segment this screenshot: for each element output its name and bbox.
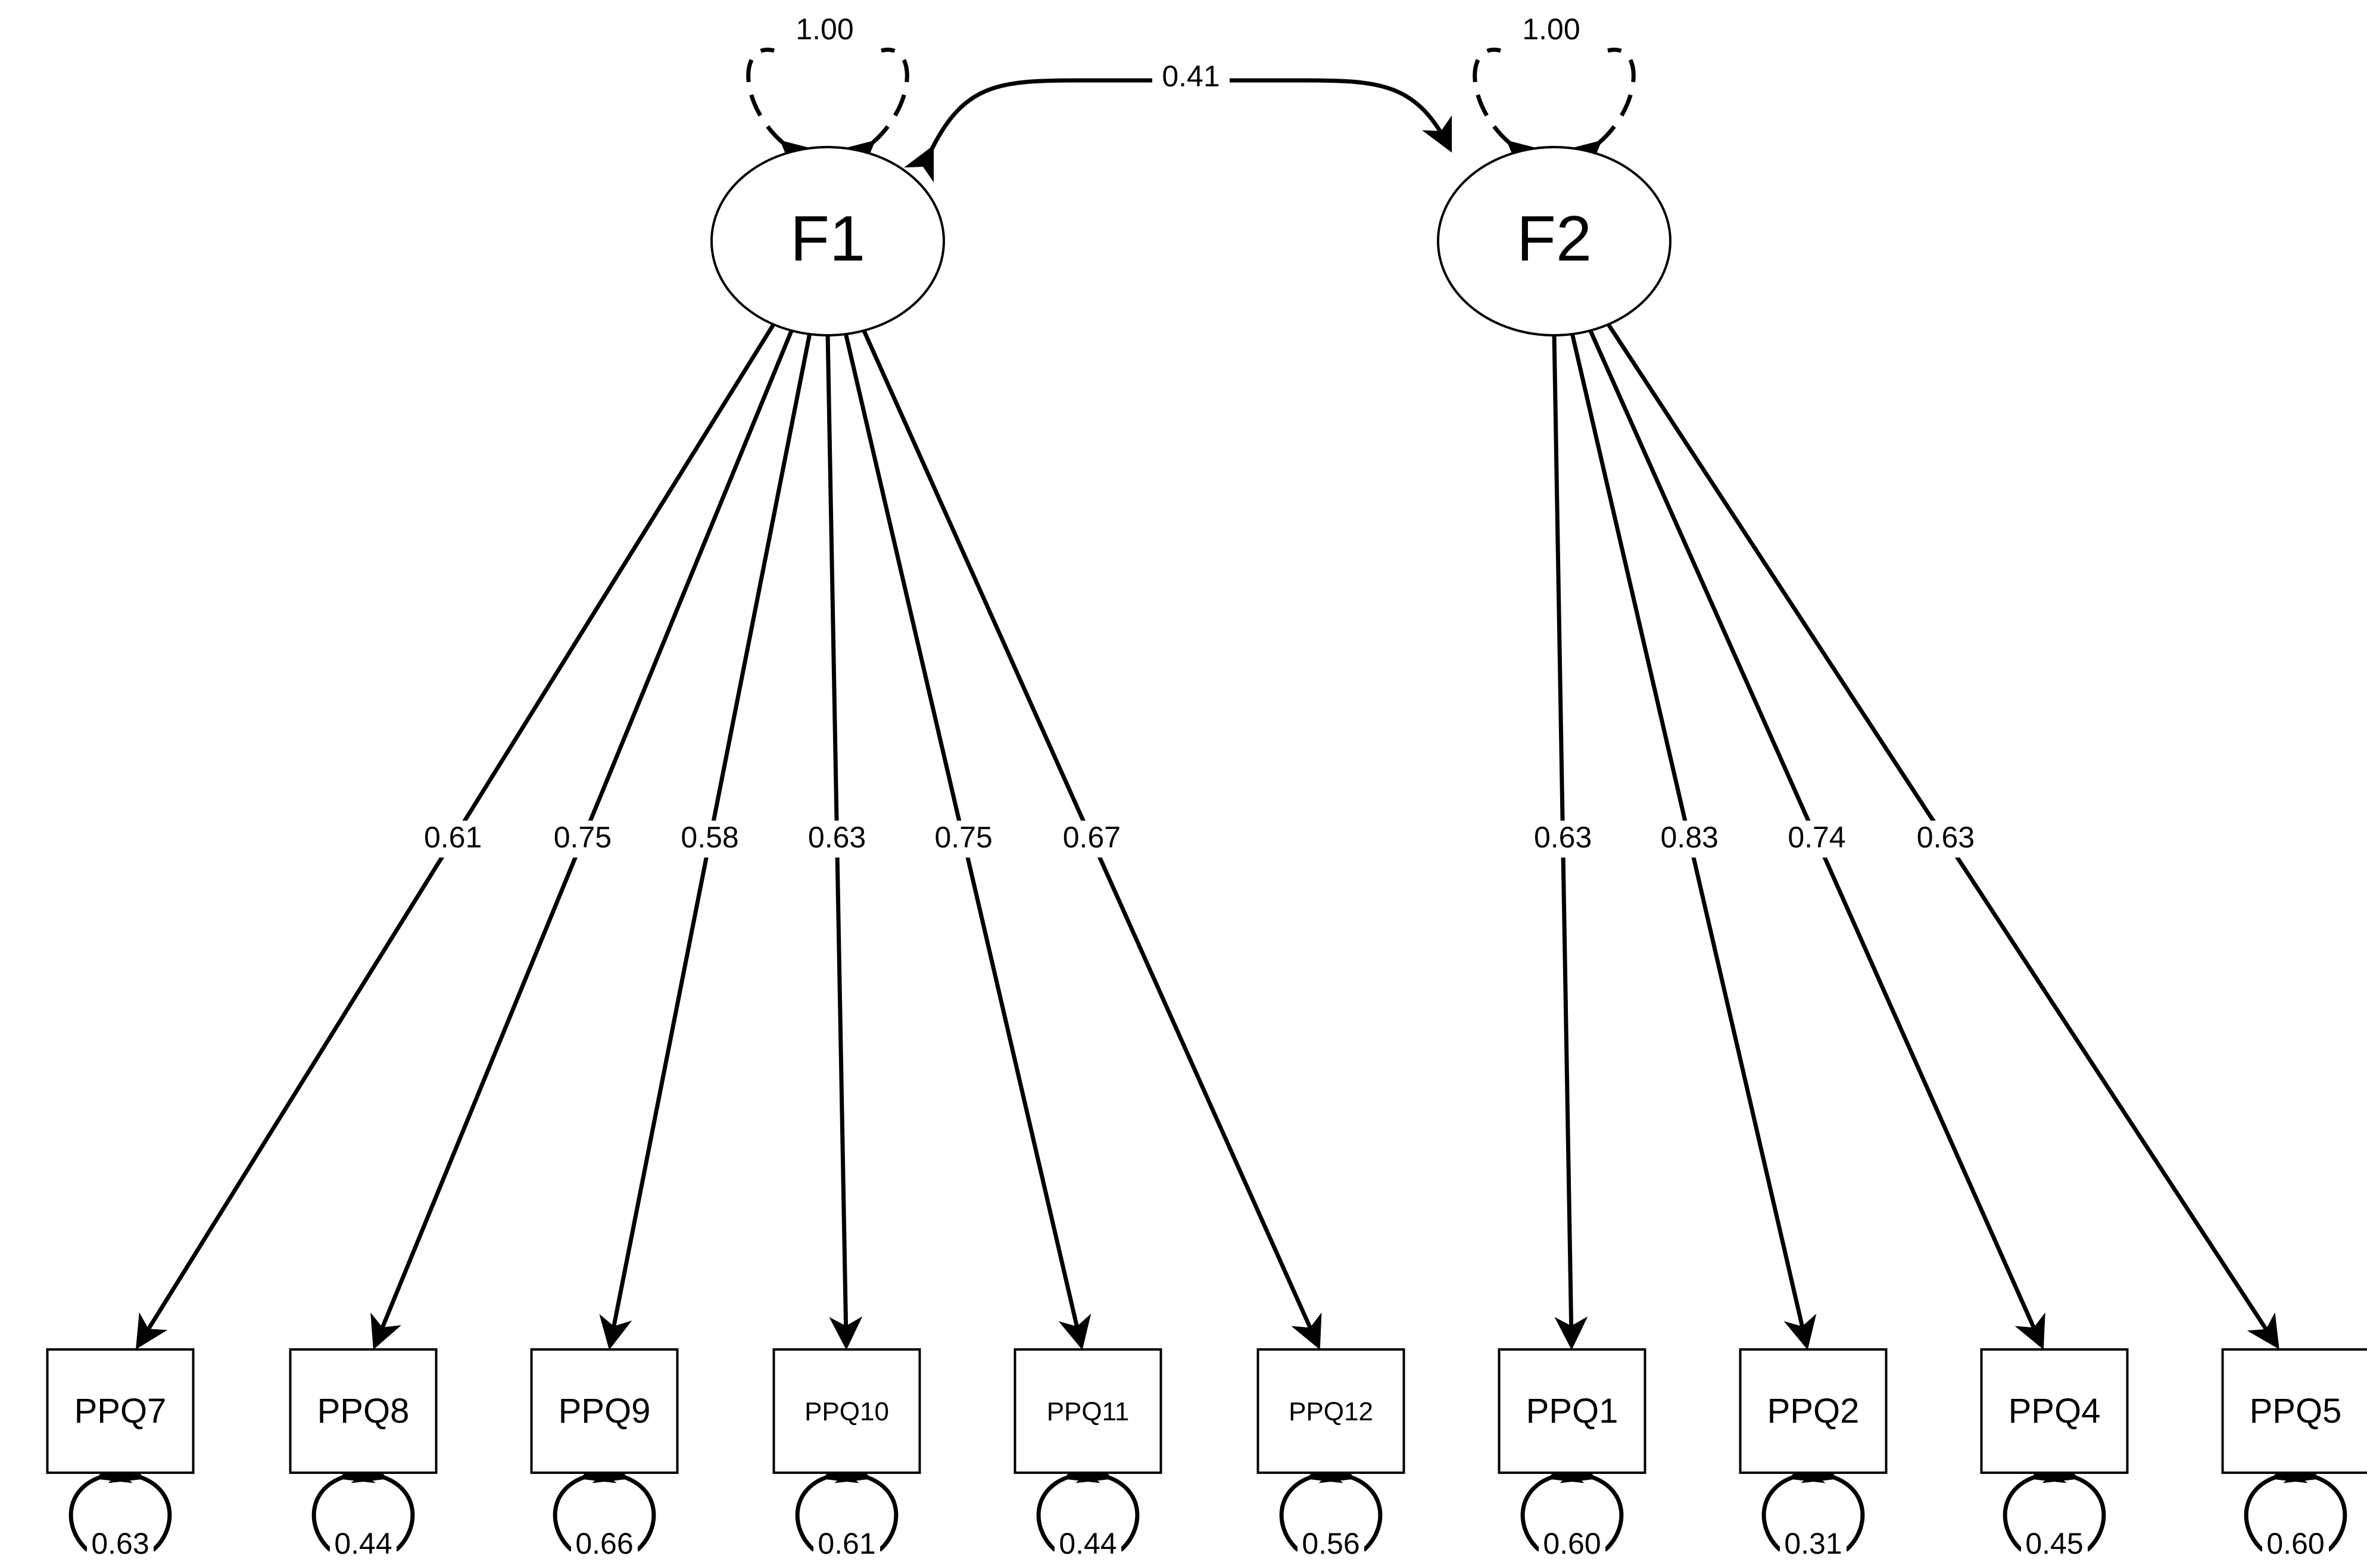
residual-label-ppq4-bg	[2021, 1527, 2088, 1564]
residual-label-ppq5: 0.60	[2266, 1527, 2324, 1560]
residual-loop-ppq12-right	[1318, 1451, 1383, 1552]
residual-loop-ppq5-right	[2283, 1451, 2347, 1552]
loading-label-ppq2-bg	[1654, 821, 1725, 858]
residual-loop-ppq1-right	[1560, 1451, 1624, 1552]
variance-label-f2: 1.00	[1522, 13, 1580, 46]
residual-label-ppq11: 0.44	[1059, 1527, 1117, 1560]
residual-loop-ppq11-right	[1075, 1451, 1140, 1552]
residual-loop-ppq4-right	[2042, 1451, 2106, 1552]
indicator-ppq11-label: PPQ11	[1047, 1397, 1130, 1426]
residual-label-ppq2-bg	[1780, 1527, 1847, 1564]
residual-label-ppq11-bg	[1055, 1527, 1121, 1564]
loading-label-ppq9-bg	[675, 821, 746, 858]
labels-layer: 0.41 1.00 1.00 0.61 0.63 0.75 0.44 0.58 0.66 0.63…	[87, 13, 2329, 1564]
residual-loop-ppq9-right	[592, 1451, 656, 1552]
indicator-ppq4-box	[1980, 1348, 2129, 1474]
indicator-ppq8-label: PPQ8	[317, 1392, 410, 1430]
indicator-ppq12-box	[1256, 1348, 1405, 1474]
loading-label-ppq8: 0.75	[554, 821, 612, 854]
loading-label-ppq10: 0.63	[808, 821, 866, 854]
residual-loop-ppq8-right	[351, 1451, 415, 1552]
residual-label-ppq9-bg	[571, 1527, 638, 1564]
residual-loop-ppq1-left	[1520, 1451, 1585, 1552]
residual-label-ppq1: 0.60	[1543, 1527, 1601, 1560]
residual-loop-ppq7-left	[68, 1451, 133, 1552]
residual-label-ppq12-bg	[1298, 1527, 1364, 1564]
indicator-ppq11-box	[1013, 1348, 1162, 1474]
loading-label-ppq7-bg	[417, 821, 488, 858]
residual-loop-ppq9-left	[553, 1451, 617, 1552]
loading-label-ppq8-bg	[547, 821, 618, 858]
loading-label-ppq5-bg	[1910, 821, 1981, 858]
variance-loop-f2-left	[1473, 48, 1543, 175]
indicator-ppq2-label: PPQ2	[1767, 1392, 1860, 1430]
residual-loop-ppq11-left	[1036, 1451, 1100, 1552]
loading-label-ppq2: 0.83	[1661, 821, 1719, 854]
loading-label-ppq11-bg	[928, 821, 999, 858]
latent-f1-label: F1	[790, 202, 865, 275]
indicator-ppq12-label: PPQ12	[1289, 1397, 1373, 1426]
indicator-ppq1-box	[1498, 1348, 1646, 1474]
indicator-ppq9-label: PPQ9	[559, 1392, 651, 1430]
loading-label-ppq10-bg	[802, 821, 872, 858]
variance-label-f1: 1.00	[796, 13, 853, 46]
loading-label-ppq12: 0.67	[1063, 821, 1121, 854]
residual-loop-ppq2-right	[1801, 1451, 1865, 1552]
variance-loop-f2-right	[1565, 48, 1636, 175]
residual-label-ppq10: 0.61	[818, 1527, 875, 1560]
residual-loop-ppq8-left	[311, 1451, 376, 1552]
residual-label-ppq2: 0.31	[1784, 1527, 1842, 1560]
loading-label-ppq4: 0.74	[1788, 821, 1845, 854]
indicator-ppq10-label: PPQ10	[804, 1397, 889, 1426]
loading-label-ppq11: 0.75	[934, 821, 992, 854]
latent-f1-ellipse	[710, 146, 945, 336]
residual-loop-ppq7-right	[108, 1451, 172, 1552]
residual-loop-ppq10-right	[834, 1451, 899, 1552]
indicator-ppq2-box	[1739, 1348, 1888, 1474]
edges-layer	[68, 48, 2347, 1552]
residual-loop-ppq5-left	[2244, 1451, 2308, 1552]
indicator-ppq5-label: PPQ5	[2250, 1392, 2342, 1430]
covariance-f1-f2-label: 0.41	[1162, 60, 1220, 93]
residual-label-ppq7-bg	[87, 1527, 154, 1564]
latent-f2-label: F2	[1517, 202, 1592, 275]
variance-loop-f1-right	[839, 48, 909, 175]
residual-label-ppq12: 0.56	[1302, 1527, 1359, 1560]
residual-label-ppq4: 0.45	[2025, 1527, 2083, 1560]
indicator-ppq5-box	[2221, 1348, 2367, 1474]
residual-loop-ppq10-left	[795, 1451, 859, 1552]
indicator-ppq7-box	[46, 1348, 195, 1474]
residual-label-ppq8-bg	[330, 1527, 397, 1564]
residual-label-ppq8: 0.44	[334, 1527, 392, 1560]
indicator-ppq1-label: PPQ1	[1526, 1392, 1618, 1430]
residual-label-ppq9: 0.66	[575, 1527, 633, 1560]
residual-loop-ppq2-left	[1761, 1451, 1826, 1552]
indicator-ppq9-box	[530, 1348, 679, 1474]
variance-loop-f1-left	[746, 48, 816, 175]
indicator-ppq8-box	[289, 1348, 438, 1474]
residual-label-ppq10-bg	[813, 1527, 880, 1564]
residual-label-ppq7: 0.63	[91, 1527, 149, 1560]
loading-label-ppq7: 0.61	[424, 821, 482, 854]
loading-label-ppq1-bg	[1527, 821, 1598, 858]
indicator-ppq10-box	[772, 1348, 921, 1474]
loading-label-ppq9: 0.58	[681, 821, 738, 854]
loading-label-ppq5: 0.63	[1917, 821, 1975, 854]
loading-label-ppq1: 0.63	[1534, 821, 1592, 854]
loading-label-ppq4-bg	[1781, 821, 1852, 858]
residual-label-ppq5-bg	[2262, 1527, 2329, 1564]
residual-loop-ppq4-left	[2003, 1451, 2067, 1552]
loading-label-ppq12-bg	[1056, 821, 1127, 858]
residual-loop-ppq12-left	[1279, 1451, 1343, 1552]
indicator-ppq4-label: PPQ4	[2009, 1392, 2101, 1430]
residual-label-ppq1-bg	[1539, 1527, 1605, 1564]
indicator-ppq7-label: PPQ7	[74, 1392, 167, 1430]
covariance-f1-f2-label-bg	[1152, 60, 1230, 96]
latent-f2-ellipse	[1437, 146, 1671, 336]
